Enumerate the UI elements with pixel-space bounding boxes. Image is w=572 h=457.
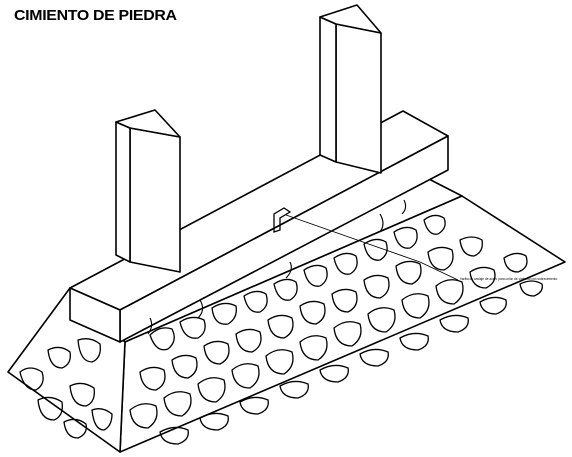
- footing-top-joints: [147, 199, 407, 335]
- end-stone-pattern: [19, 338, 113, 439]
- left-column-side: [115, 121, 131, 263]
- annotation-note: Varilla de anclaje de acero para unión d…: [460, 277, 558, 281]
- right-column-front: [335, 23, 382, 174]
- stone-pattern: [129, 214, 543, 445]
- left-column: [115, 109, 181, 273]
- diagram-title: CIMIENTO DE PIEDRA: [14, 7, 177, 24]
- anchor-rebar: [273, 207, 292, 233]
- annotation-leader: [285, 214, 459, 281]
- beam-end-face: [69, 287, 121, 343]
- right-column: [319, 4, 382, 174]
- left-column-front: [129, 127, 181, 273]
- right-column-top: [319, 4, 382, 34]
- left-column-top: [115, 109, 181, 138]
- right-column-side: [319, 16, 337, 163]
